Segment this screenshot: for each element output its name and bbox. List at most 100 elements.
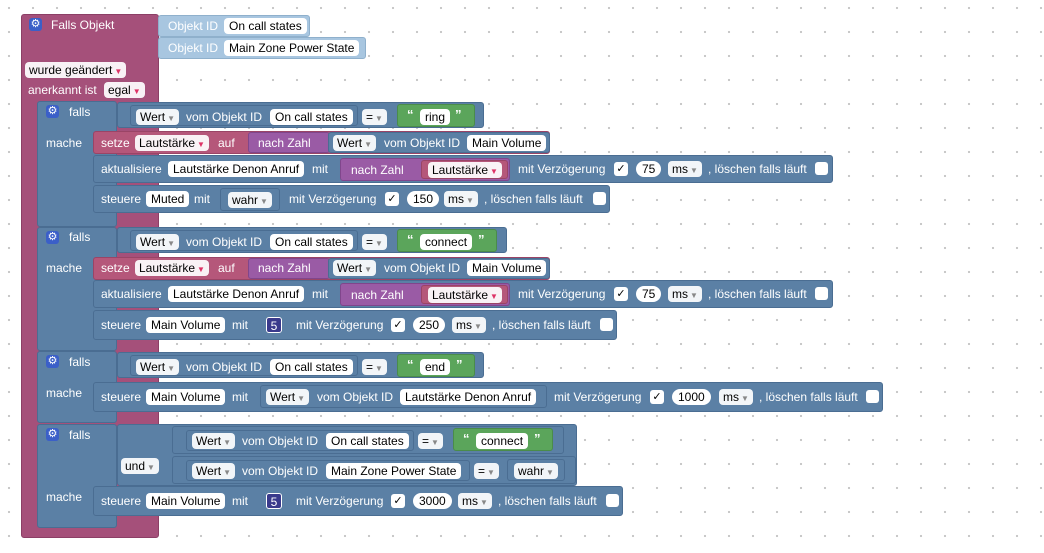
operator-dropdown[interactable]: =▼ [362,109,387,125]
delay-checkbox[interactable]: ✓ [391,318,405,332]
ms-dropdown[interactable]: ms▼ [458,493,492,509]
ms-dropdown[interactable]: ms▼ [452,317,486,333]
text-value[interactable]: ring [420,109,451,125]
mit-label: mit [312,287,328,301]
loeschen-label: , löschen falls läuft [484,192,583,206]
operator-dropdown[interactable]: =▼ [474,463,499,479]
operator-dropdown[interactable]: =▼ [418,433,443,449]
text-value[interactable]: end [420,359,451,375]
quote-close: ” [534,431,541,446]
falls-label: falls [69,105,91,119]
wert-dropdown[interactable]: Wert▼ [333,260,377,276]
gear-icon[interactable]: ⚙ [46,428,59,441]
wert-dropdown[interactable]: Wert▼ [266,389,310,405]
objekt-id-value[interactable]: Muted [146,191,190,207]
loeschen-label: , löschen falls läuft [492,318,591,332]
objekt-id-value[interactable]: Main Zone Power State [326,463,462,479]
objekt-id-value[interactable]: On call states [270,359,353,375]
wert-dropdown[interactable]: Wert▼ [333,135,377,151]
variable-dropdown[interactable]: Lautstärke▼ [428,287,502,303]
delay-checkbox[interactable]: ✓ [650,390,664,404]
operator-dropdown[interactable]: =▼ [362,359,387,375]
clear-checkbox[interactable] [606,494,619,507]
vom-label: vom Objekt ID [242,434,319,448]
mit-verzoegerung-label: mit Verzögerung [518,287,606,301]
auf-label: auf [218,261,235,275]
gear-icon[interactable]: ⚙ [46,355,59,368]
delay-value[interactable]: 3000 [413,493,452,509]
delay-checkbox[interactable]: ✓ [614,162,628,176]
objekt-id-value[interactable]: Main Volume [146,389,226,405]
clear-checkbox[interactable] [866,390,879,403]
mit-label: mit [232,390,248,404]
and-dropdown[interactable]: und▼ [121,458,159,474]
mit-label: mit [312,162,328,176]
objekt-id-value[interactable]: On call states [270,109,353,125]
objekt-id-value[interactable]: Main Zone Power State [224,40,360,56]
ack-dropdown[interactable]: egal▼ [104,82,145,98]
objekt-id-value[interactable]: Lautstärke Denon Anruf [168,286,305,302]
mit-label: mit [194,192,210,206]
clear-checkbox[interactable] [593,192,606,205]
steuere-label: steuere [101,390,142,404]
quote-close: ” [455,107,462,122]
delay-checkbox[interactable]: ✓ [614,287,628,301]
delay-value[interactable]: 75 [636,286,662,302]
number-block[interactable]: 5 [266,317,282,333]
clear-checkbox[interactable] [815,162,828,175]
mit-label: mit [232,494,248,508]
objekt-id-value[interactable]: On call states [326,433,409,449]
delay-value[interactable]: 75 [636,161,662,177]
gear-icon[interactable]: ⚙ [46,105,59,118]
bool-dropdown[interactable]: wahr▼ [514,463,558,479]
operator-dropdown[interactable]: =▼ [362,234,387,250]
objekt-id-value[interactable]: On call states [270,234,353,250]
nach-zahl-label: nach Zahl [351,163,404,177]
wert-dropdown[interactable]: Wert▼ [136,109,180,125]
vom-label: vom Objekt ID [186,235,263,249]
loeschen-label: , löschen falls läuft [708,162,807,176]
quote-open: “ [407,107,414,122]
delay-value[interactable]: 250 [413,317,446,333]
wert-dropdown[interactable]: Wert▼ [192,433,236,449]
objekt-id-value[interactable]: Lautstärke Denon Anruf [400,389,537,405]
aktualisiere-label: aktualisiere [101,287,162,301]
objekt-id-value[interactable]: Main Volume [467,135,547,151]
wert-dropdown[interactable]: Wert▼ [136,359,180,375]
delay-checkbox[interactable]: ✓ [385,192,399,206]
text-value[interactable]: connect [476,433,529,449]
delay-checkbox[interactable]: ✓ [391,494,405,508]
wert-dropdown[interactable]: Wert▼ [192,463,236,479]
objekt-id-value[interactable]: Main Volume [467,260,547,276]
wert-dropdown[interactable]: Wert▼ [136,234,180,250]
variable-dropdown[interactable]: Lautstärke▼ [428,162,502,178]
bool-dropdown[interactable]: wahr▼ [228,192,272,208]
objekt-id-label: Objekt ID [168,19,219,33]
mache-label: mache [46,136,83,150]
objekt-id-value[interactable]: On call states [224,18,307,34]
loeschen-label: , löschen falls läuft [498,494,597,508]
mit-verzoegerung-label: mit Verzögerung [518,162,606,176]
mache-label: mache [46,261,83,275]
variable-dropdown[interactable]: Lautstärke▼ [135,260,209,276]
delay-value[interactable]: 1000 [672,389,711,405]
delay-value[interactable]: 150 [407,191,440,207]
clear-checkbox[interactable] [815,287,828,300]
trigger-dropdown[interactable]: wurde geändert▼ [25,62,127,78]
objekt-id-value[interactable]: Main Volume [146,317,226,333]
variable-dropdown[interactable]: Lautstärke▼ [135,135,209,151]
number-block[interactable]: 5 [266,493,282,509]
vom-label: vom Objekt ID [186,110,263,124]
quote-close: ” [456,357,463,372]
nach-zahl-label: nach Zahl [258,136,311,150]
ms-dropdown[interactable]: ms▼ [668,161,702,177]
text-value[interactable]: connect [420,234,473,250]
objekt-id-value[interactable]: Lautstärke Denon Anruf [168,161,305,177]
gear-icon[interactable]: ⚙ [29,18,42,31]
ms-dropdown[interactable]: ms▼ [668,286,702,302]
clear-checkbox[interactable] [600,318,613,331]
objekt-id-value[interactable]: Main Volume [146,493,226,509]
gear-icon[interactable]: ⚙ [46,231,59,244]
ms-dropdown[interactable]: ms▼ [719,389,753,405]
ms-dropdown[interactable]: ms▼ [444,191,478,207]
